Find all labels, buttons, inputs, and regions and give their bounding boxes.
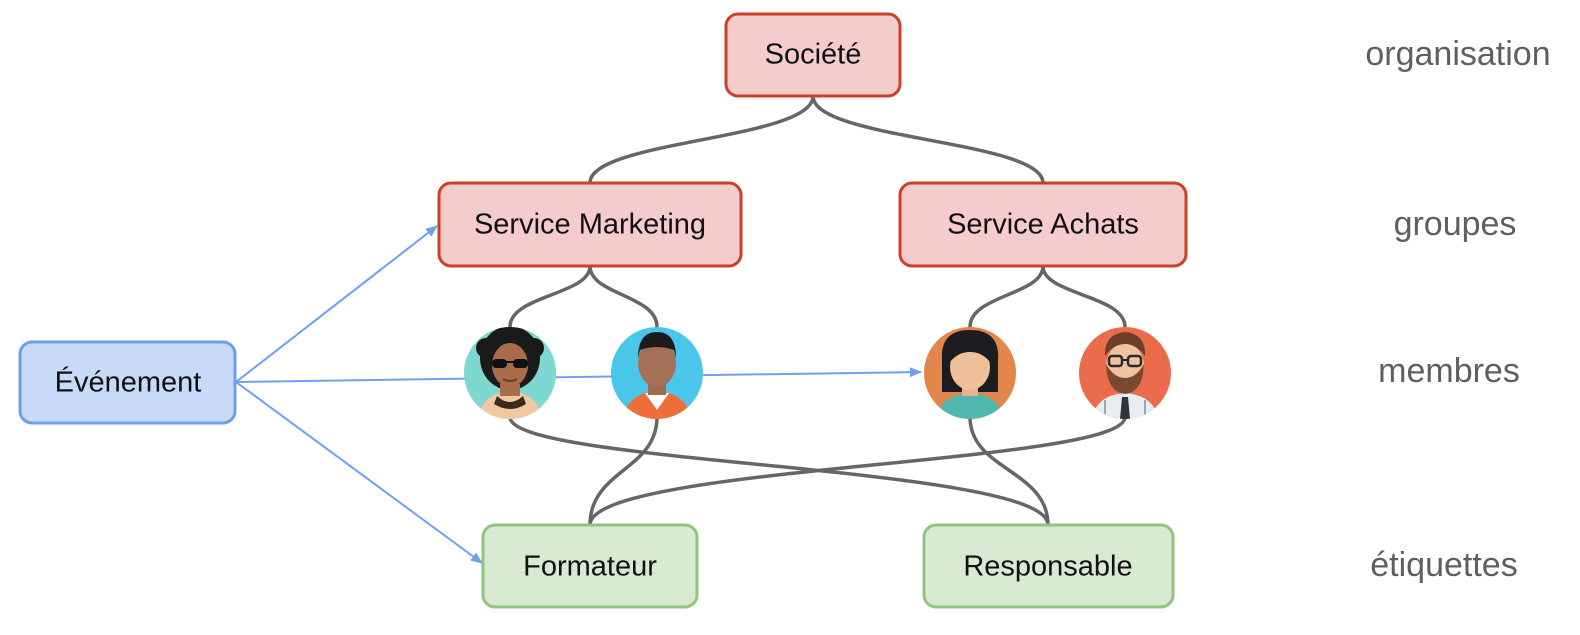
link-member2-formateur	[588, 416, 659, 526]
level-label-membres: membres	[1378, 352, 1520, 390]
node-societe-label: Société	[765, 39, 862, 71]
link-societe-marketing	[588, 95, 815, 184]
link-marketing-member1	[508, 265, 592, 328]
link-member3-responsable	[968, 416, 1050, 526]
arrow-evenement-formateur	[235, 381, 483, 564]
node-service-marketing[interactable]: Service Marketing	[437, 181, 743, 268]
level-label-organisation: organisation	[1365, 35, 1550, 73]
level-label-etiquettes: étiquettes	[1370, 546, 1517, 584]
man-short-hair-avatar-icon[interactable]	[611, 327, 703, 419]
node-service-achats-label: Service Achats	[947, 209, 1139, 241]
arrow-evenement-marketing	[235, 225, 438, 383]
link-achats-member3	[968, 265, 1045, 328]
node-formateur-label: Formateur	[523, 551, 657, 583]
woman-curly-hair-sunglasses-avatar-icon[interactable]	[464, 326, 556, 419]
node-evenement[interactable]: Événement	[18, 340, 237, 425]
node-service-marketing-label: Service Marketing	[474, 209, 706, 241]
woman-bob-hair-avatar-icon[interactable]	[924, 327, 1016, 419]
link-achats-member4	[1041, 265, 1127, 328]
node-service-achats[interactable]: Service Achats	[898, 181, 1188, 268]
event-arrows	[235, 225, 922, 564]
arrow-evenement-member	[235, 367, 922, 383]
node-responsable-label: Responsable	[963, 551, 1132, 583]
link-societe-achats	[811, 95, 1045, 184]
link-member1-responsable	[508, 416, 1050, 526]
node-formateur[interactable]: Formateur	[481, 523, 699, 609]
node-societe[interactable]: Société	[724, 12, 902, 98]
man-beard-glasses-avatar-icon[interactable]	[1079, 327, 1171, 419]
link-member4-formateur	[588, 416, 1127, 526]
node-evenement-label: Événement	[55, 366, 202, 399]
connectors	[508, 95, 1127, 526]
link-marketing-member2	[588, 265, 659, 328]
level-label-groupes: groupes	[1394, 205, 1517, 243]
node-responsable[interactable]: Responsable	[922, 523, 1175, 609]
